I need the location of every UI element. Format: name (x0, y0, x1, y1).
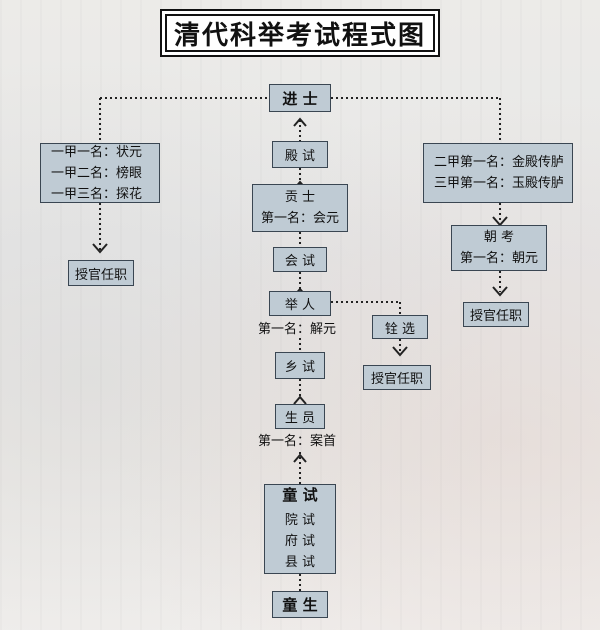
tongshi-yuanshi: 院 试 (284, 513, 316, 528)
node-erjia: 二甲第一名：金殿传胪 三甲第一名：玉殿传胪 (423, 143, 573, 203)
diagram-title-frame: 清代科举考试程式图 (160, 9, 440, 57)
diagram-title: 清代科举考试程式图 (165, 14, 435, 52)
node-juren: 举 人 (269, 291, 331, 316)
yijia-line-3: 一甲三名：探花 (51, 186, 143, 202)
node-huishi: 会 试 (273, 247, 327, 272)
node-shouguan-right: 授官任职 (463, 302, 529, 327)
tongshi-fushi: 府 试 (284, 534, 316, 549)
erjia-line-2: 三甲第一名：玉殿传胪 (434, 176, 565, 191)
node-gongshi: 贡 士 第一名：会元 (252, 184, 348, 232)
juren-first: 第一名：解元 (258, 322, 337, 337)
node-chaokao: 朝 考 第一名：朝元 (451, 225, 547, 271)
node-jinshi: 进 士 (269, 84, 331, 112)
node-shouguan-mid: 授官任职 (363, 365, 431, 390)
shengyuan-first: 第一名：案首 (258, 434, 337, 449)
node-xiangshi: 乡 试 (275, 352, 325, 379)
tongshi-xianshi: 县 试 (284, 555, 316, 570)
node-tongshi: 童 试 院 试 府 试 县 试 (264, 484, 336, 574)
chaokao-first: 第一名：朝元 (459, 251, 538, 266)
gongshi-first: 第一名：会元 (260, 211, 339, 226)
node-yijia: 一甲一名：状元 一甲二名：榜眼 一甲三名：探花 (40, 143, 160, 203)
node-tongsheng: 童 生 (272, 591, 328, 618)
chaokao-label: 朝 考 (483, 230, 515, 245)
tongshi-label: 童 试 (282, 486, 318, 504)
node-shouguan-left: 授官任职 (68, 260, 134, 286)
node-quanxuan: 铨 选 (372, 315, 428, 339)
yijia-line-1: 一甲一名：状元 (51, 144, 143, 160)
yijia-line-2: 一甲二名：榜眼 (51, 165, 143, 181)
gongshi-label: 贡 士 (284, 190, 316, 205)
erjia-line-1: 二甲第一名：金殿传胪 (434, 155, 565, 170)
node-shengyuan: 生 员 (275, 404, 325, 429)
node-dianshi: 殿 试 (272, 141, 328, 168)
